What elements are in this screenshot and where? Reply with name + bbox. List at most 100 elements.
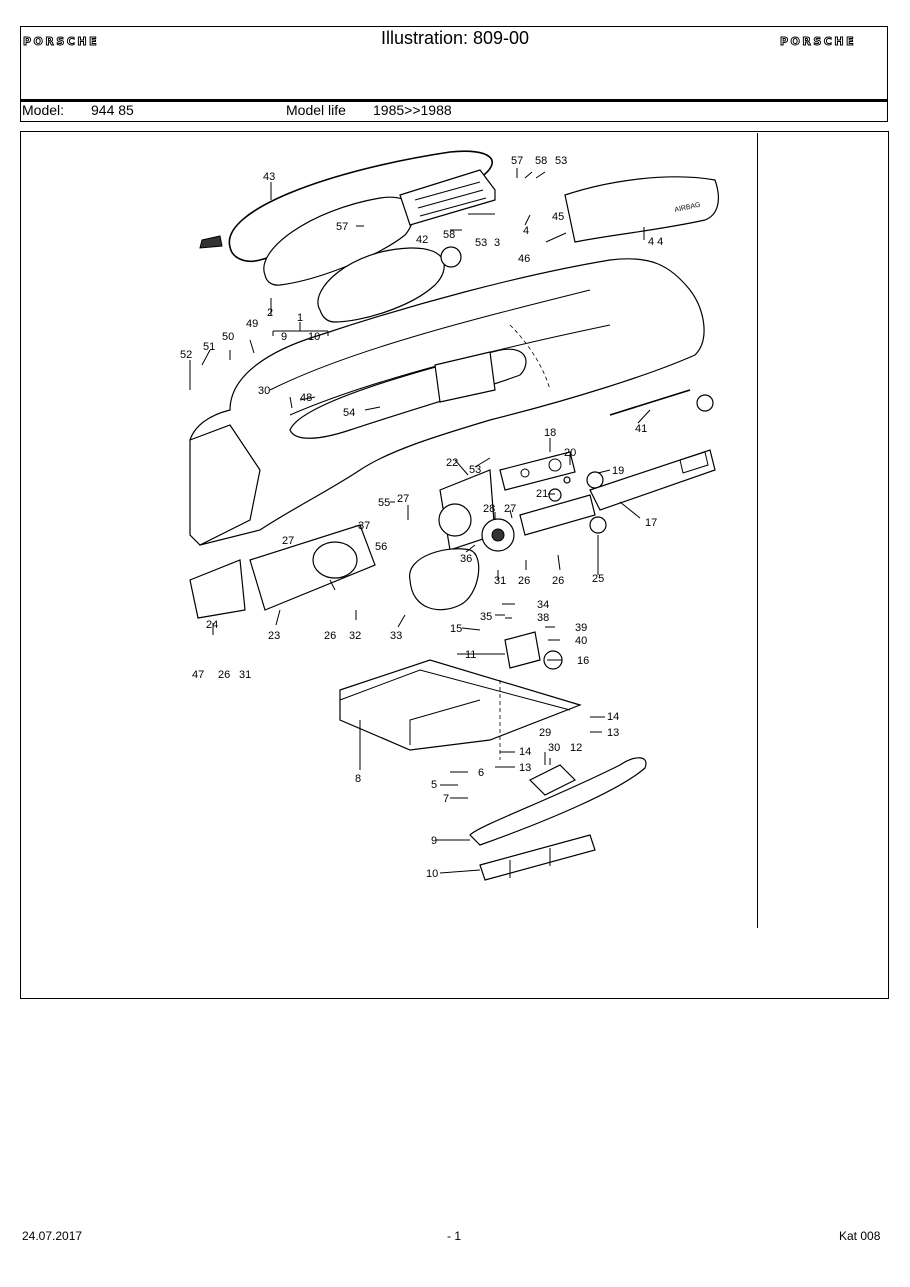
model-life-value: 1985>>1988 — [373, 102, 452, 118]
knob-19 — [586, 471, 604, 489]
exploded-parts-diagram: AIRBAG — [180, 150, 719, 881]
porsche-logo-right: PORSCHE — [779, 35, 857, 48]
callout-36: 36 — [460, 553, 472, 565]
callout-labels: 43 57 58 53 57 58 53 3 4 45 4 4 46 42 2 … — [180, 155, 663, 880]
callout-32: 32 — [349, 630, 361, 642]
callout-27-c: 27 — [282, 535, 294, 547]
model-life-label: Model life — [286, 102, 346, 118]
callout-12: 12 — [570, 742, 582, 754]
instrument-lens-42 — [317, 247, 445, 323]
console-tray-8 — [339, 659, 582, 751]
callout-26-c: 26 — [324, 630, 336, 642]
model-label: Model: — [22, 102, 65, 118]
callout-50: 50 — [222, 331, 234, 343]
callout-41: 41 — [635, 423, 647, 435]
callout-53-b: 53 — [475, 237, 487, 249]
switch-panel — [519, 494, 596, 536]
callout-54: 54 — [343, 407, 355, 419]
lens-clip-icon — [440, 246, 462, 268]
console-opening — [438, 503, 472, 537]
header-divider — [20, 99, 888, 102]
grab-rail-9 — [469, 757, 647, 846]
model-value: 944 85 — [91, 102, 134, 118]
kick-panel-24 — [189, 559, 246, 619]
ashtray-33 — [409, 548, 480, 611]
footer-page: - 1 — [447, 1229, 462, 1243]
callout-25: 25 — [592, 573, 604, 585]
callout-24: 24 — [206, 619, 218, 631]
callout-30: 30 — [258, 385, 270, 397]
callout-26: 26 — [518, 575, 530, 587]
callout-5: 5 — [431, 779, 437, 791]
callout-7: 7 — [443, 793, 449, 805]
callout-47: 47 — [192, 669, 204, 681]
callout-57-b: 57 — [336, 221, 348, 233]
callout-55: 55 — [378, 497, 390, 509]
callout-48: 48 — [300, 392, 312, 404]
callout-27: 27 — [397, 493, 409, 505]
callout-30-b: 30 — [548, 742, 560, 754]
callout-21: 21 — [536, 488, 548, 500]
center-vent-housing — [399, 169, 496, 226]
callout-4: 4 — [523, 225, 529, 237]
callout-9: 9 — [281, 331, 287, 343]
lower-cover-23 — [249, 524, 376, 611]
callout-14-b: 14 — [519, 746, 531, 758]
callout-53-c: 53 — [469, 464, 481, 476]
callout-27-b: 27 — [504, 503, 516, 515]
header-frame — [20, 26, 888, 122]
callout-19: 19 — [612, 465, 624, 477]
illustration-frame — [20, 131, 889, 999]
instrument-trim-2 — [263, 196, 414, 286]
callout-26-d: 26 — [218, 669, 230, 681]
callout-44: 4 4 — [648, 236, 663, 248]
callout-31: 31 — [494, 575, 506, 587]
callout-13: 13 — [607, 727, 619, 739]
lock-housing-11 — [504, 631, 541, 669]
callout-29: 29 — [539, 727, 551, 739]
callout-57: 57 — [511, 155, 523, 167]
callout-38: 38 — [537, 612, 549, 624]
column-divider — [757, 133, 758, 928]
strip-clip-icon — [696, 394, 714, 412]
trim-strip-41 — [609, 389, 691, 416]
porsche-logo-left: PORSCHE — [22, 35, 100, 48]
callout-10: 10 — [308, 331, 320, 343]
callout-56: 56 — [375, 541, 387, 553]
footer-date: 24.07.2017 — [22, 1229, 83, 1243]
callout-23: 23 — [268, 630, 280, 642]
footer-catalog: Kat 008 — [839, 1229, 881, 1243]
callout-52: 52 — [180, 349, 192, 361]
knob-25 — [589, 516, 607, 534]
radio-panel-17 — [589, 449, 716, 511]
callout-37: 37 — [358, 520, 370, 532]
leader-lines — [189, 168, 651, 874]
bracket-10 — [479, 834, 596, 881]
side-panel-left — [189, 424, 261, 546]
callout-58: 58 — [535, 155, 547, 167]
callout-46: 46 — [518, 253, 530, 265]
callout-1: 1 — [297, 312, 303, 324]
control-panel-18 — [499, 451, 576, 491]
callout-18: 18 — [544, 427, 556, 439]
cover-opening — [312, 541, 358, 579]
callout-58-b: 58 — [443, 229, 455, 241]
knob-21 — [548, 488, 562, 502]
callout-6: 6 — [478, 767, 484, 779]
callout-8: 8 — [355, 773, 361, 785]
callout-2: 2 — [267, 307, 273, 319]
callout-9-b: 9 — [431, 835, 437, 847]
callout-22: 22 — [446, 457, 458, 469]
callout-14: 14 — [607, 711, 619, 723]
callout-49: 49 — [246, 318, 258, 330]
callout-10-b: 10 — [426, 868, 438, 880]
callout-15: 15 — [450, 623, 462, 635]
illustration-title: Illustration: 809-00 — [380, 28, 530, 48]
callout-16: 16 — [577, 655, 589, 667]
callout-33: 33 — [390, 630, 402, 642]
callout-3: 3 — [494, 237, 500, 249]
callout-53: 53 — [555, 155, 567, 167]
callout-40: 40 — [575, 635, 587, 647]
callout-39: 39 — [575, 622, 587, 634]
callout-20: 20 — [564, 447, 576, 459]
